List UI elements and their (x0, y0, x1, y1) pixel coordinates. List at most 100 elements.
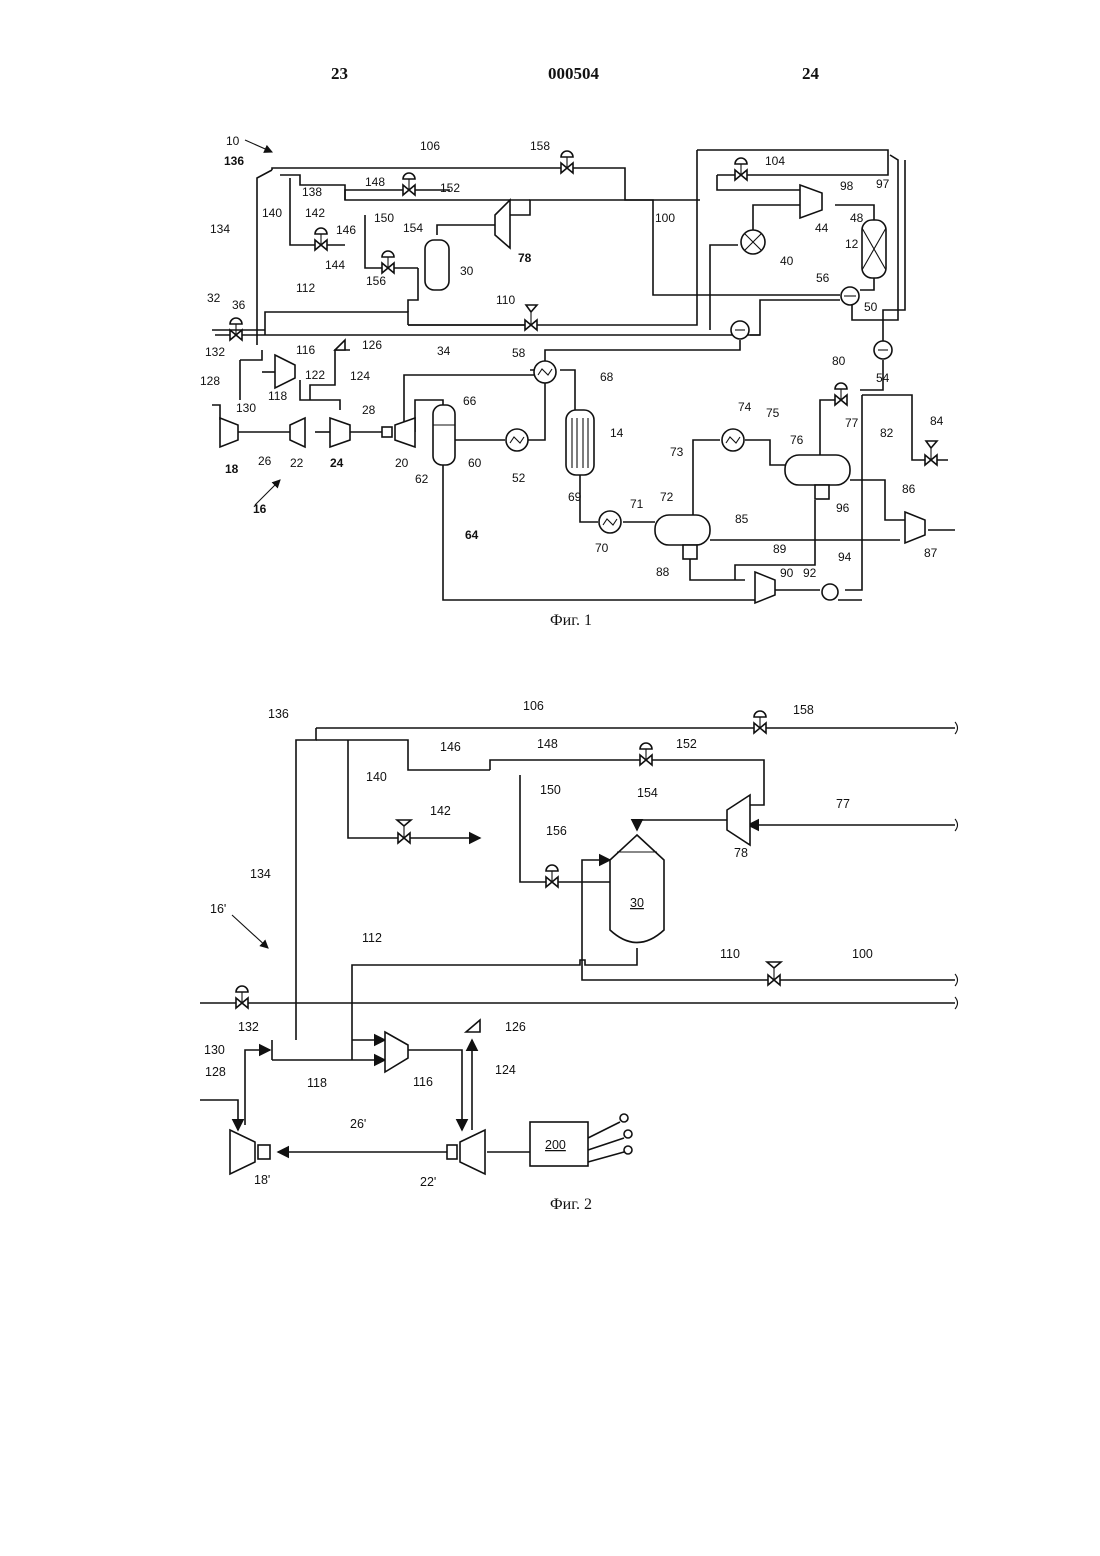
ref-32: 32 (207, 291, 221, 305)
ref-118: 118 (268, 389, 287, 403)
fig2-ref-156: 156 (546, 824, 567, 838)
ref-64: 64 (465, 528, 479, 542)
ref-84: 84 (930, 414, 944, 428)
fig2-ref-78: 78 (734, 846, 748, 860)
fig2-compressor-18p (230, 1130, 255, 1174)
fig2-ref-26p: 26' (350, 1117, 366, 1131)
drum-76 (785, 455, 850, 485)
fig2-ref-130: 130 (204, 1043, 225, 1057)
ref-88: 88 (656, 565, 670, 579)
fig2-equipment (230, 711, 958, 1174)
fig2-labels: 136 106 158 146 148 152 140 150 142 154 … (204, 699, 873, 1189)
ref-12: 12 (845, 237, 859, 251)
heat-exchanger-14 (566, 410, 594, 475)
ref-122: 122 (305, 368, 325, 382)
ref-16: 16 (253, 502, 267, 516)
ref-100: 100 (655, 211, 675, 225)
ref-48: 48 (850, 211, 864, 225)
ref-10: 10 (226, 134, 240, 148)
exchanger-70 (599, 511, 621, 533)
valve-80 (835, 383, 847, 405)
ref-76: 76 (790, 433, 804, 447)
ref-128: 128 (200, 374, 220, 388)
ref-85: 85 (735, 512, 749, 526)
ref-44: 44 (815, 221, 829, 235)
valve-152 (403, 173, 415, 195)
ref-74: 74 (738, 400, 752, 414)
fig1-labels: 10 136 106 158 104 97 138 148 152 98 44 … (200, 134, 944, 580)
valve-110 (525, 305, 537, 330)
ref-78: 78 (518, 251, 532, 265)
separator-62 (433, 405, 455, 465)
fig2-valve-156 (546, 865, 558, 887)
ref-72: 72 (660, 490, 674, 504)
vent-126 (335, 340, 345, 350)
fig2-ref-140: 140 (366, 770, 387, 784)
drum-76-boot (815, 485, 829, 499)
fig2-ref-22p: 22' (420, 1175, 436, 1189)
fig2-ref-77: 77 (836, 797, 850, 811)
drum-72 (655, 515, 710, 545)
fig2-ref-142: 142 (430, 804, 451, 818)
fig2-ref-100: 100 (852, 947, 873, 961)
valve-158 (561, 151, 573, 173)
fig2-expander-78 (727, 795, 750, 845)
ref-30: 30 (460, 264, 474, 278)
ref-154: 154 (403, 221, 423, 235)
drum-72-boot (683, 545, 697, 559)
fig2-turbine-116 (385, 1032, 408, 1072)
ref-70: 70 (595, 541, 609, 555)
fig2-valve-158 (754, 711, 766, 733)
fig2-ref-112: 112 (362, 931, 382, 945)
ref-62: 62 (415, 472, 429, 486)
fig2-ref-134: 134 (250, 867, 271, 881)
ref-130: 130 (236, 401, 256, 415)
exchanger-34 (731, 321, 749, 339)
exchanger-52 (506, 429, 528, 451)
expander-44 (800, 185, 822, 218)
ref-106: 106 (420, 139, 440, 153)
compressor-87 (905, 512, 925, 543)
valve-156 (382, 251, 394, 273)
fig2-valve-142 (397, 820, 411, 843)
fig2-ref-150: 150 (540, 783, 561, 797)
ref-94: 94 (838, 550, 852, 564)
ref-146: 146 (336, 223, 356, 237)
ref-138: 138 (302, 185, 322, 199)
ref-52: 52 (512, 471, 526, 485)
fig2-valve-110 (767, 962, 781, 985)
fig2-caption: Фиг. 2 (550, 1196, 592, 1213)
ref-152: 152 (440, 181, 460, 195)
fig2-coupling-18p (258, 1145, 270, 1159)
ref-75: 75 (766, 406, 780, 420)
fig2-ref-30: 30 (630, 896, 644, 910)
ref-150: 150 (374, 211, 394, 225)
ref-158: 158 (530, 139, 550, 153)
pump-94 (822, 584, 838, 600)
ref-92: 92 (803, 566, 817, 580)
ref-20: 20 (395, 456, 409, 470)
ref-80: 80 (832, 354, 846, 368)
ref-54: 54 (876, 371, 890, 385)
fig2-ref-148: 148 (537, 737, 558, 751)
ref-124: 124 (350, 369, 370, 383)
compressor-20 (395, 418, 415, 447)
ref-156: 156 (366, 274, 386, 288)
fig2-valve-152 (640, 743, 652, 765)
fig2-ref-116: 116 (413, 1075, 433, 1089)
fig2-ref-146: 146 (440, 740, 461, 754)
ref-71: 71 (630, 497, 644, 511)
valve-104 (735, 158, 747, 180)
ref-134: 134 (210, 222, 230, 236)
ref-82: 82 (880, 426, 894, 440)
fig2-ref-110: 110 (720, 947, 740, 961)
fig2-ref-16p: 16' (210, 902, 226, 916)
coupling-28 (382, 427, 392, 437)
fig2-ref-124: 124 (495, 1063, 516, 1077)
separator-30 (425, 240, 449, 290)
fig1-equipment (220, 140, 937, 603)
ref-132: 132 (205, 345, 225, 359)
ref-58: 58 (512, 346, 526, 360)
ref-56: 56 (816, 271, 830, 285)
fig2-vessel-30 (610, 835, 664, 943)
